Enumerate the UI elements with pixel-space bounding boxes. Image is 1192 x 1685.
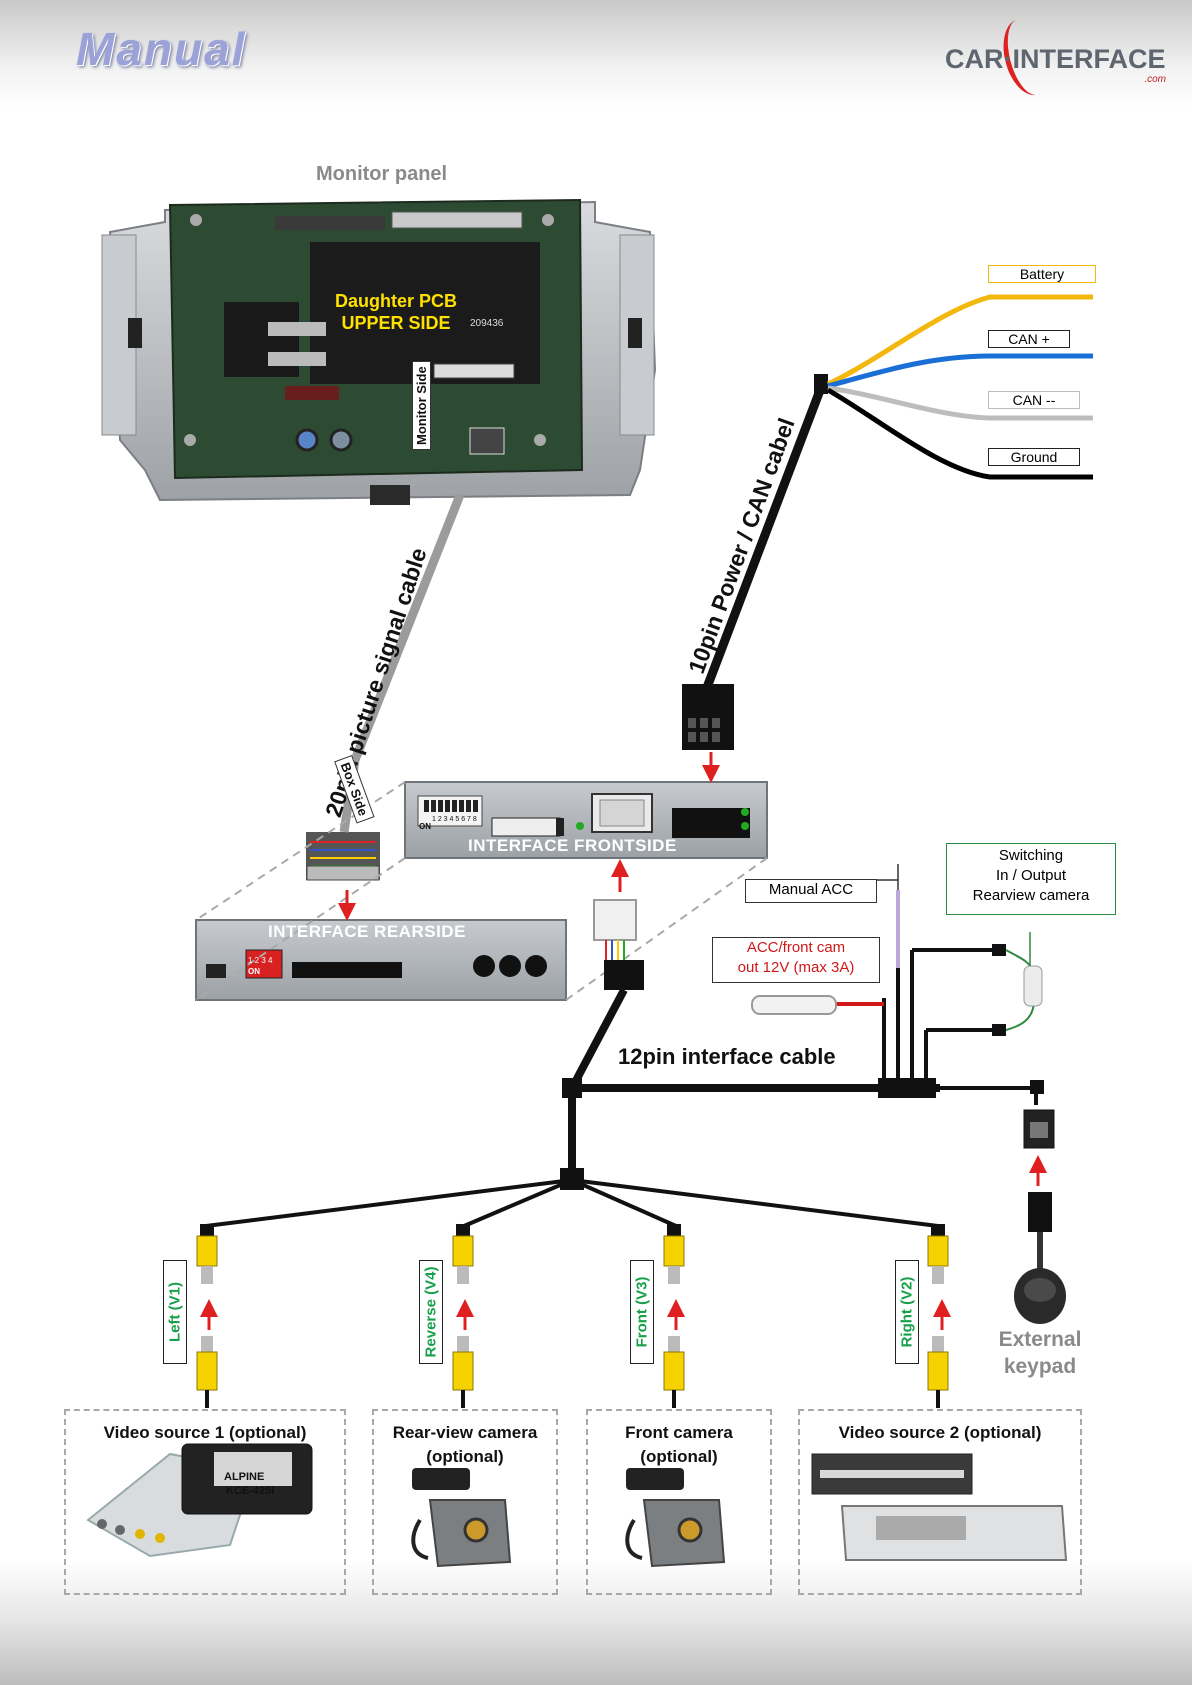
switch-note-line-3: Rearview camera — [972, 887, 1090, 904]
rca-label-front-text: Front (V3) — [633, 1276, 651, 1348]
rca-label-reverse-text: Reverse (V4) — [422, 1266, 440, 1358]
rca-label-left: Left (V1) — [163, 1260, 187, 1364]
interface-cable-label: 12pin interface cable — [618, 1044, 836, 1069]
logo-text: CAR·INTERFACE — [945, 44, 1166, 74]
interface-frontside-label: INTERFACE FRONTSIDE — [468, 836, 677, 855]
acc-note-line-2: out 12V (max 3A) — [737, 959, 855, 976]
front-dip-on-label: ON — [419, 822, 431, 831]
acc-front-cam-note: ACC/front cam out 12V (max 3A) — [712, 937, 880, 983]
rca-label-right-text: Right (V2) — [898, 1276, 916, 1348]
pcb-label-line-1: Daughter PCB — [335, 291, 458, 311]
daughter-pcb-label: Daughter PCB UPPER SIDE — [335, 290, 457, 334]
pcb-label-line-2: UPPER SIDE — [341, 313, 451, 333]
video-source-2-device — [811, 1453, 1068, 1561]
can-minus-label: CAN -- — [988, 391, 1080, 409]
rear-view-camera-box: Rear-view camera (optional) — [372, 1409, 558, 1595]
monitor-panel-title: Monitor panel — [316, 163, 448, 185]
battery-wire — [826, 294, 1093, 387]
car-interface-logo: CAR·INTERFACE .com — [945, 13, 1170, 101]
red-arrows — [200, 752, 1047, 1330]
manual-acc-label: Manual ACC — [745, 879, 877, 903]
rear-dip-on-label: ON — [248, 967, 260, 976]
video-source-1-model: KCE-425I — [226, 1485, 275, 1497]
ground-label: Ground — [988, 448, 1080, 466]
keypad-label-line-2: keypad — [1003, 1355, 1077, 1378]
switch-note-line-2: In / Output — [995, 867, 1067, 884]
video-source-2-box: Video source 2 (optional) — [798, 1409, 1082, 1595]
interface-rearside-box — [195, 919, 567, 1001]
interface-rearside-label: INTERFACE REARSIDE — [268, 922, 466, 941]
rear-view-camera-title-1: Rear-view camera — [392, 1423, 538, 1442]
front-camera-box: Front camera (optional) — [586, 1409, 772, 1595]
rear-view-camera-title-2: (optional) — [426, 1447, 504, 1466]
front-camera-title-1: Front camera — [625, 1423, 733, 1442]
pcb-part-number: 209436 — [470, 318, 504, 329]
video-source-1-device — [86, 1443, 313, 1558]
rear-dip-numbers: 1 2 3 4 — [248, 956, 273, 965]
switch-note-line-1: Switching — [998, 847, 1064, 864]
monitor-side-tag: Monitor Side — [412, 361, 431, 450]
acc-note-line-1: ACC/front cam — [746, 939, 846, 956]
front-camera-device — [625, 1468, 726, 1568]
rca-connectors — [196, 1224, 949, 1408]
video-source-2-title: Video source 2 (optional) — [838, 1423, 1042, 1442]
monitor-panel-image — [101, 198, 657, 505]
keypad-label-line-1: External — [998, 1328, 1082, 1351]
rca-label-reverse: Reverse (V4) — [419, 1260, 443, 1364]
power-cable-line — [701, 383, 827, 692]
can-minus-wire — [827, 385, 1093, 421]
rear-view-camera-device — [411, 1468, 512, 1568]
front-dip-numbers: 1 2 3 4 5 6 7 8 — [432, 816, 477, 823]
manual-title: Manual — [76, 23, 247, 75]
front-camera-title: Front camera (optional) — [588, 1421, 770, 1469]
can-plus-label: CAN + — [988, 330, 1070, 348]
12pin-connector-black — [604, 960, 644, 990]
video-source-1-title: Video source 1 (optional) — [103, 1423, 307, 1442]
perspective-lines — [195, 781, 768, 1001]
battery-label: Battery — [988, 265, 1096, 283]
signal-cable-line — [350, 493, 465, 762]
switch-fuse — [1023, 965, 1043, 1007]
rca-label-left-text: Left (V1) — [166, 1282, 184, 1342]
12pin-connector-white — [593, 899, 637, 941]
front-camera-title-2: (optional) — [640, 1447, 718, 1466]
keypad-plug — [1028, 1192, 1052, 1232]
ground-wire — [826, 387, 1093, 480]
switching-note: Switching In / Output Rearview camera — [946, 843, 1116, 915]
acc-plug — [751, 995, 837, 1015]
rca-label-right: Right (V2) — [895, 1260, 919, 1364]
video-source-1-box: Video source 1 (optional) ALPINE KCE-425… — [64, 1409, 346, 1595]
rear-view-camera-title: Rear-view camera (optional) — [374, 1421, 556, 1469]
interface-frontside-box — [404, 781, 768, 859]
rca-label-front: Front (V3) — [630, 1260, 654, 1364]
video-source-1-brand: ALPINE — [224, 1471, 265, 1483]
logo-sub: .com — [1144, 74, 1166, 85]
external-keypad-label: External keypad — [980, 1326, 1100, 1380]
can-plus-wire — [827, 353, 1093, 389]
